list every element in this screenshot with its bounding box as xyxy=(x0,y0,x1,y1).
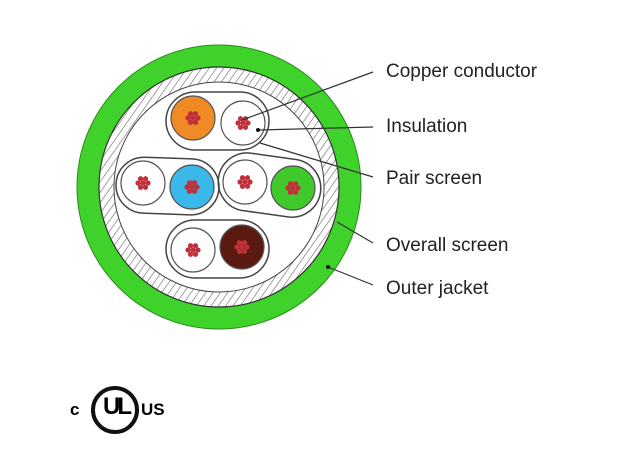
label-insulation: Insulation xyxy=(386,116,468,137)
copper-strand xyxy=(292,181,299,187)
copper-strand xyxy=(184,184,190,190)
pair-screen xyxy=(165,91,270,151)
copper-strand xyxy=(192,243,199,249)
copper-strand xyxy=(191,180,198,186)
pair-screens xyxy=(115,91,322,279)
copper-strand xyxy=(237,179,243,185)
copper-strand xyxy=(192,111,199,117)
copper-strand xyxy=(195,115,201,121)
copper-strand xyxy=(235,120,241,126)
copper-strand xyxy=(185,115,191,121)
copper-strand xyxy=(244,183,251,189)
ul-c: c xyxy=(70,400,80,419)
pair-screen xyxy=(217,152,322,218)
copper-strand xyxy=(186,188,193,194)
copper-strand xyxy=(244,175,251,181)
copper-strand xyxy=(237,116,244,122)
copper-strand xyxy=(295,185,301,191)
ul-certification-logo xyxy=(91,386,139,434)
copper-strand xyxy=(135,180,141,186)
copper-strand xyxy=(186,180,193,186)
copper-strand xyxy=(145,180,151,186)
copper-strand xyxy=(292,189,299,195)
copper-strand xyxy=(187,243,194,249)
copper-strand xyxy=(195,247,201,253)
copper-strand xyxy=(287,181,294,187)
copper-strand xyxy=(239,183,246,189)
copper-strand xyxy=(194,184,200,190)
copper-strand xyxy=(192,119,199,125)
copper-strand xyxy=(247,179,253,185)
label-outer-jacket: Outer jacket xyxy=(386,278,489,299)
copper-strand xyxy=(142,176,149,182)
copper-strand xyxy=(187,119,194,125)
copper-strand xyxy=(234,244,240,250)
ul-mark: UL xyxy=(103,393,132,420)
copper-strand xyxy=(239,175,246,181)
copper-strand xyxy=(241,248,248,254)
copper-strand xyxy=(245,120,251,126)
copper-strand xyxy=(242,179,248,185)
copper-strand xyxy=(237,124,244,130)
label-copper-conductor: Copper conductor xyxy=(386,61,538,82)
copper-strand xyxy=(244,244,250,250)
leader-lines xyxy=(241,71,374,286)
copper-strand xyxy=(192,251,199,257)
copper-strand xyxy=(242,124,249,130)
copper-strand xyxy=(290,185,296,191)
copper-strand xyxy=(137,184,144,190)
copper-strand xyxy=(239,244,245,250)
copper-strand xyxy=(285,185,291,191)
copper-strand xyxy=(189,184,195,190)
ul-us: US xyxy=(141,400,165,419)
copper-strand xyxy=(236,248,243,254)
copper-strand xyxy=(140,180,146,186)
copper-strand xyxy=(191,188,198,194)
copper-strand xyxy=(287,189,294,195)
copper-strand xyxy=(240,120,246,126)
copper-strand xyxy=(190,247,196,253)
copper-strand xyxy=(187,111,194,117)
copper-strand xyxy=(236,240,243,246)
label-pair-screen: Pair screen xyxy=(386,168,483,189)
copper-strand xyxy=(190,115,196,121)
copper-strand xyxy=(142,184,149,190)
copper-strand xyxy=(187,251,194,257)
pair-screen xyxy=(165,219,270,279)
copper-strand xyxy=(241,240,248,246)
copper-strand xyxy=(185,247,191,253)
copper-strand xyxy=(137,176,144,182)
label-overall-screen: Overall screen xyxy=(386,235,509,256)
